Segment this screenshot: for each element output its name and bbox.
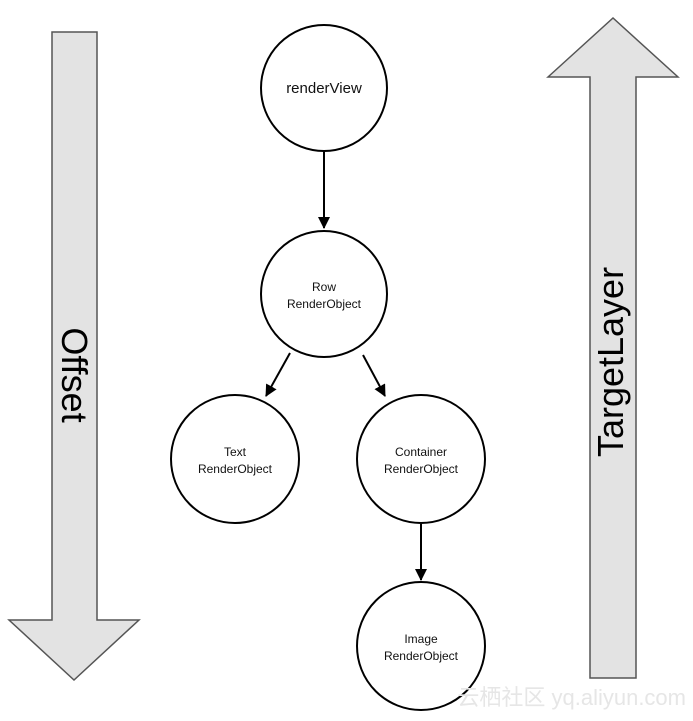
node-image: Image RenderObject [356,581,486,711]
node-row: Row RenderObject [260,230,388,358]
edge-row-to-container [362,354,386,397]
node-row-label-line1: Row [312,280,336,294]
edge-row-to-text [265,352,291,397]
target-layer-label: TargetLayer [590,267,631,457]
offset-label: Offset [54,327,95,422]
node-container-label-line1: Container [395,445,447,459]
node-container-label-line2: RenderObject [384,462,459,476]
node-image-label-line2: RenderObject [384,649,459,663]
node-text-label-line2: RenderObject [198,462,273,476]
edges [265,150,427,581]
target-layer-arrow: TargetLayer [546,16,680,679]
node-text-label-line1: Text [224,445,247,459]
node-container: Container RenderObject [356,394,486,524]
watermark-text: 云栖社区 yq.aliyun.com [457,685,686,710]
node-text: Text RenderObject [170,394,300,524]
node-render-view: renderView [260,24,388,152]
node-image-label-line1: Image [404,632,438,646]
offset-arrow-shape [7,31,141,682]
node-row-label-line2: RenderObject [287,297,362,311]
offset-arrow: Offset [7,31,141,682]
target-layer-arrow-shape [546,16,680,679]
node-render-view-label: renderView [286,80,362,97]
